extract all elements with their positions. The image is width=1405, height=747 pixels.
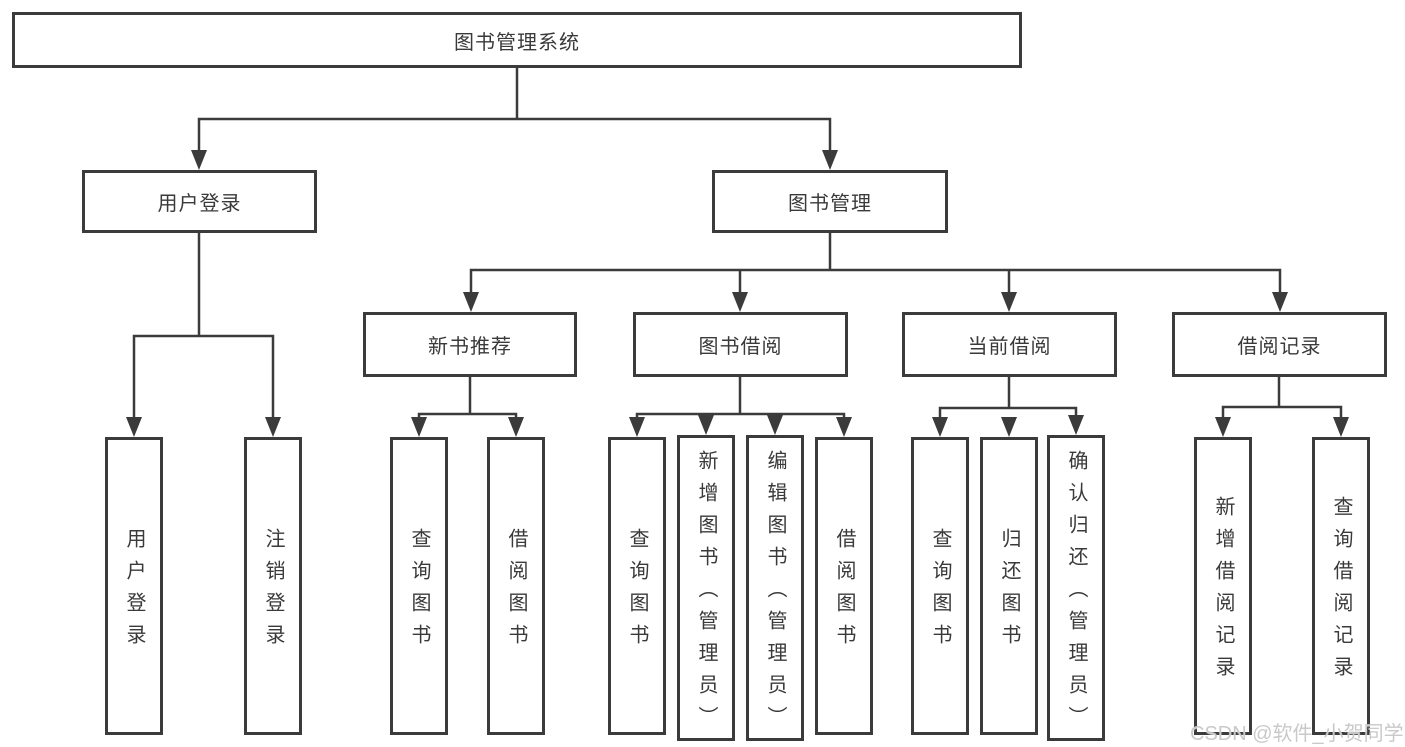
arrowhead xyxy=(126,417,142,437)
leaf-borrow-borrow-book: 借阅图书 xyxy=(815,437,873,735)
leaf-query-borrow-record-label: 查询借阅记录 xyxy=(1330,496,1352,688)
leaf-confirm-return-admin-label: 确认归还（管理员） xyxy=(1065,450,1087,738)
leaf-add-book-admin-label: 新增图书（管理员） xyxy=(695,450,717,738)
arrowhead xyxy=(1001,417,1017,437)
arrowhead xyxy=(822,150,838,170)
node-current-borrow: 当前借阅 xyxy=(902,312,1117,377)
connector-arrowheads xyxy=(126,150,1349,437)
arrowhead xyxy=(698,415,714,435)
node-new-book-recommend-label: 新书推荐 xyxy=(428,336,512,358)
leaf-current-query-book: 查询图书 xyxy=(911,437,969,735)
csdn-watermark: CSDN @软件_小贺同学 xyxy=(1190,723,1404,745)
arrowhead xyxy=(463,292,479,312)
leaf-logout-label: 注销登录 xyxy=(262,528,284,656)
leaf-add-book-admin: 新增图书（管理员） xyxy=(677,435,735,741)
leaf-user-login-label: 用户登录 xyxy=(123,528,145,656)
node-borrow-record-label: 借阅记录 xyxy=(1237,336,1322,358)
leaf-borrow-query-book-label: 查询图书 xyxy=(626,528,648,656)
edge-newbookrec-to-leaves xyxy=(417,377,518,429)
node-book-borrow-label: 图书借阅 xyxy=(698,336,783,358)
arrowhead xyxy=(932,417,948,437)
arrowhead xyxy=(1001,292,1017,312)
arrowhead xyxy=(1272,292,1288,312)
edge-bookborrow-to-leaves xyxy=(635,377,846,429)
leaf-confirm-return-admin: 确认归还（管理员） xyxy=(1047,435,1105,741)
arrowhead xyxy=(732,292,748,312)
arrowhead xyxy=(1068,415,1084,435)
node-user-login-label: 用户登录 xyxy=(157,193,242,215)
leaf-recommend-borrow-book-label: 借阅图书 xyxy=(505,528,527,656)
leaf-user-login: 用户登录 xyxy=(105,437,163,735)
node-library-system: 图书管理系统 xyxy=(12,12,1022,68)
arrowhead xyxy=(1215,417,1231,437)
leaf-return-book: 归还图书 xyxy=(980,437,1038,735)
leaf-borrow-query-book: 查询图书 xyxy=(608,437,666,735)
leaf-edit-book-admin: 编辑图书（管理员） xyxy=(746,435,804,741)
leaf-borrow-borrow-book-label: 借阅图书 xyxy=(833,528,855,656)
arrowhead xyxy=(411,417,427,437)
edge-userlogin-to-leaves xyxy=(132,233,275,429)
leaf-logout: 注销登录 xyxy=(244,437,302,735)
leaf-recommend-query-book-label: 查询图书 xyxy=(408,528,430,656)
arrowhead xyxy=(265,417,281,437)
leaf-recommend-borrow-book: 借阅图书 xyxy=(487,437,545,735)
edge-bookmgmt-to-level3 xyxy=(469,233,1282,303)
node-user-login: 用户登录 xyxy=(82,170,317,233)
arrowhead xyxy=(1333,417,1349,437)
node-borrow-record: 借阅记录 xyxy=(1172,312,1387,377)
node-book-management-label: 图书管理 xyxy=(788,193,872,215)
leaf-recommend-query-book: 查询图书 xyxy=(390,437,448,735)
node-library-system-label: 图书管理系统 xyxy=(454,31,580,54)
arrowhead xyxy=(767,415,783,435)
node-current-borrow-label: 当前借阅 xyxy=(967,336,1052,358)
leaf-current-query-book-label: 查询图书 xyxy=(929,528,951,656)
leaf-edit-book-admin-label: 编辑图书（管理员） xyxy=(764,450,786,738)
arrowhead xyxy=(629,417,645,437)
arrowhead xyxy=(508,417,524,437)
edge-root-to-level2 xyxy=(197,68,832,162)
leaf-add-borrow-record-label: 新增借阅记录 xyxy=(1212,496,1234,688)
leaf-add-borrow-record: 新增借阅记录 xyxy=(1194,437,1252,735)
node-new-book-recommend: 新书推荐 xyxy=(363,312,577,377)
leaf-return-book-label: 归还图书 xyxy=(998,528,1020,656)
arrowhead xyxy=(191,150,207,170)
leaf-query-borrow-record: 查询借阅记录 xyxy=(1312,437,1370,735)
edge-borrowrecord-to-leaves xyxy=(1221,377,1343,429)
node-book-management: 图书管理 xyxy=(712,170,948,233)
node-book-borrow: 图书借阅 xyxy=(633,312,848,377)
arrowhead xyxy=(836,417,852,437)
